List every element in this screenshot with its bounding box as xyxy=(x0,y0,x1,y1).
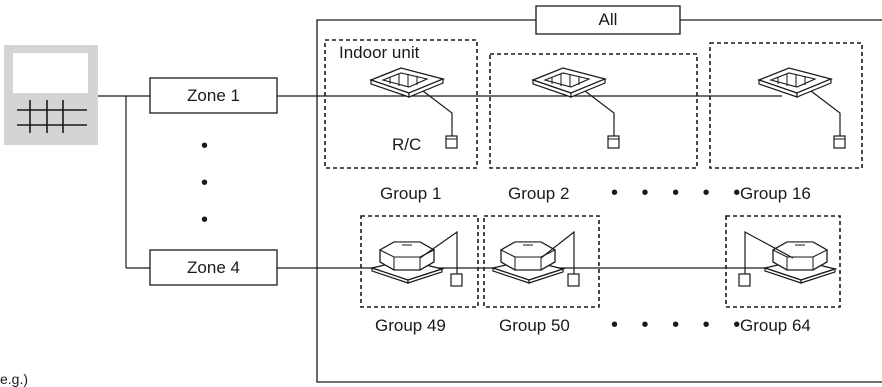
group-49-box xyxy=(360,215,479,308)
central-remote-controller-icon xyxy=(4,45,98,145)
ellipsis-top: • • • • • xyxy=(611,182,750,204)
group-16-box xyxy=(709,42,863,169)
indoor-unit-label: Indoor unit xyxy=(339,43,420,62)
ceiling-cassette-indoor-unit-icon xyxy=(758,67,846,149)
zone-1-box xyxy=(149,77,278,114)
zone-4-box xyxy=(149,249,278,286)
ellipsis-vertical-2: • xyxy=(201,172,209,194)
group-64-box xyxy=(725,215,841,308)
ellipsis-vertical-1: • xyxy=(201,135,209,157)
group-2-label: Group 2 xyxy=(508,184,570,203)
floor-standing-indoor-unit-icon xyxy=(738,230,836,287)
all-label: All xyxy=(598,10,618,29)
group-50-box xyxy=(483,215,600,308)
floor-standing-indoor-unit-icon xyxy=(492,230,580,287)
all-boundary xyxy=(316,5,882,383)
group-64-label: Group 64 xyxy=(740,316,811,335)
ceiling-cassette-indoor-unit-icon xyxy=(532,67,620,149)
ellipsis-bottom: • • • • • xyxy=(611,314,750,336)
group-50-label: Group 50 xyxy=(499,316,570,335)
group-16-label: Group 16 xyxy=(740,184,811,203)
footer-fragment: e.g.) xyxy=(0,371,29,387)
zone-4-label: Zone 4 xyxy=(187,257,240,277)
zone-1-label: Zone 1 xyxy=(187,85,240,105)
group-49-label: Group 49 xyxy=(375,316,446,335)
group-2-box xyxy=(489,53,698,169)
group-1-label: Group 1 xyxy=(380,184,442,203)
ellipsis-vertical-3: • xyxy=(201,209,209,231)
group-boxes xyxy=(324,39,863,308)
floor-standing-indoor-unit-icon xyxy=(371,230,463,287)
rc-label: R/C xyxy=(392,135,422,154)
